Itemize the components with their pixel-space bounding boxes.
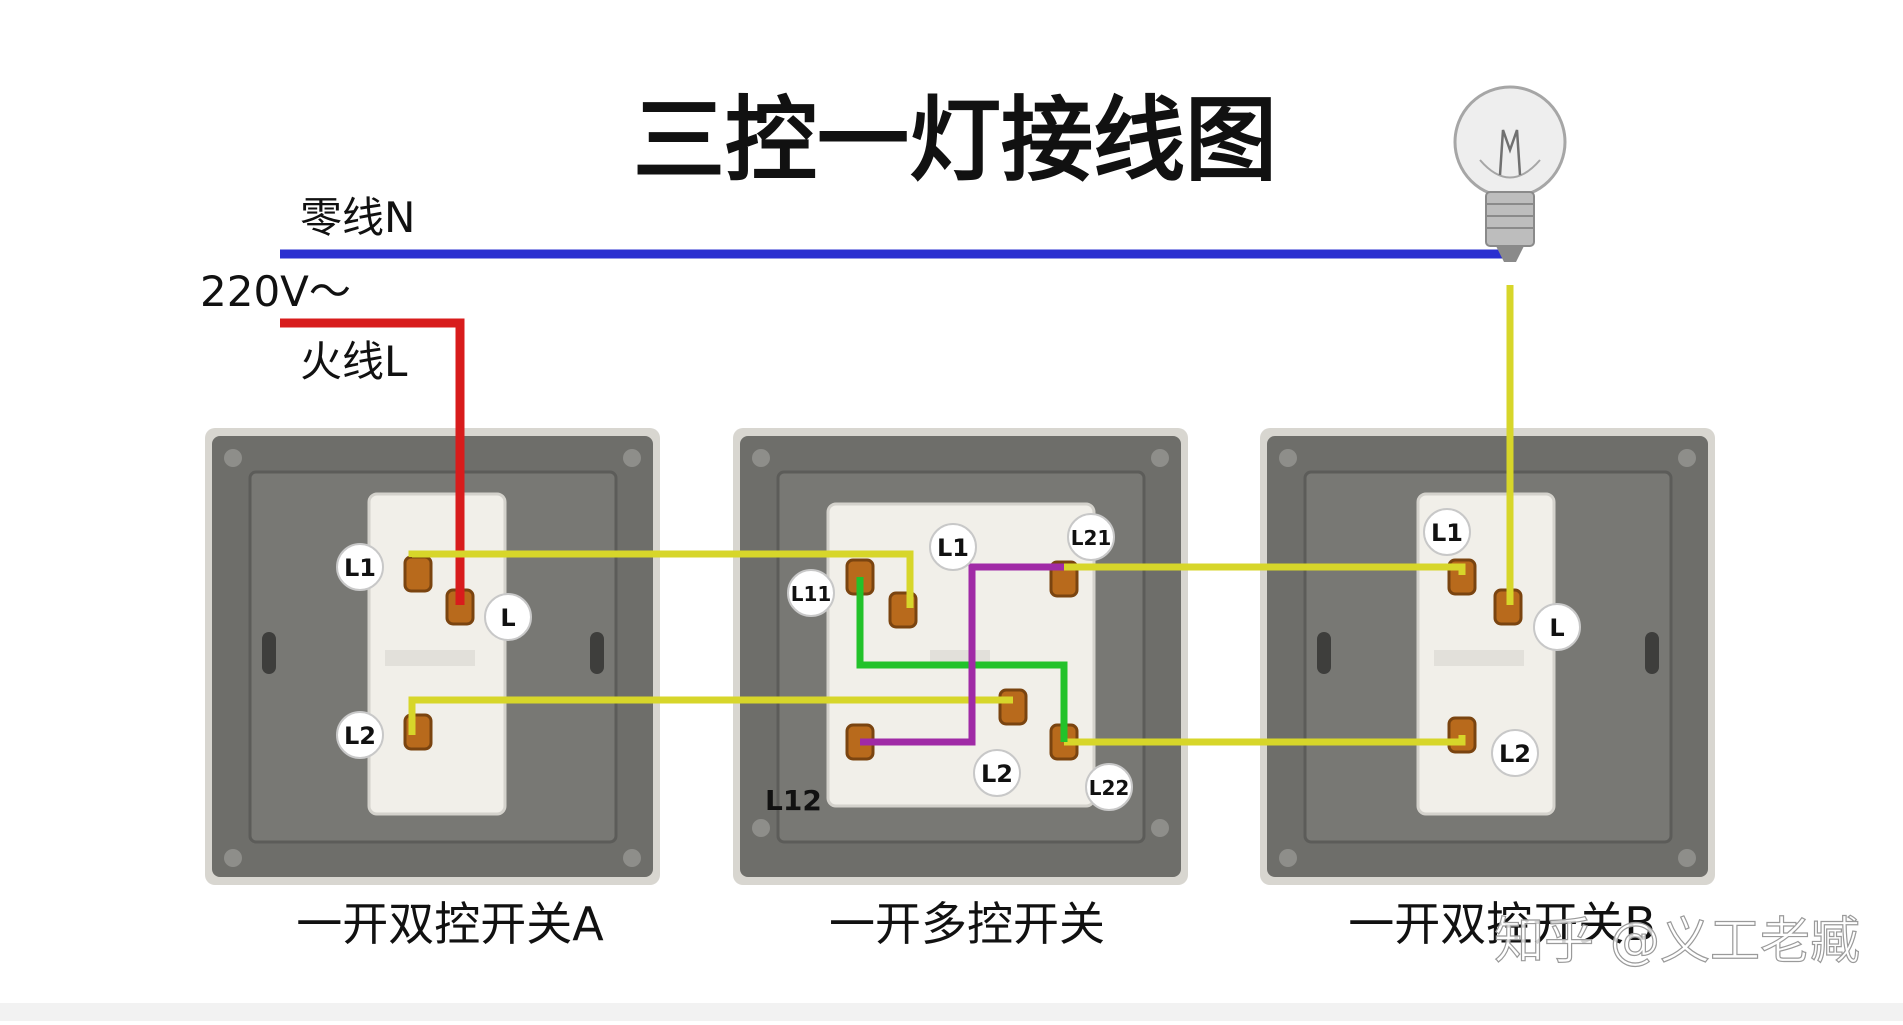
terminal-label-b-l2: L2 xyxy=(1491,729,1539,777)
plate-b-screw xyxy=(1279,449,1297,467)
plate-b-slot xyxy=(1645,632,1659,674)
plate-a-slot xyxy=(262,632,276,674)
switch-a-caption: 一开双控开关A xyxy=(296,897,604,951)
terminal-label-b-l1: L1 xyxy=(1423,508,1471,556)
label-m-l1: L1 xyxy=(937,534,969,562)
plate-b-screw xyxy=(1678,849,1696,867)
label-m-l22: L22 xyxy=(1089,776,1130,800)
live-wire xyxy=(280,318,465,605)
bulb-glass xyxy=(1453,85,1567,199)
bulb-base xyxy=(1485,191,1535,247)
plate-b-slot xyxy=(1317,632,1331,674)
label-b-l: L xyxy=(1549,614,1564,642)
terminal-label-a-l1: L1 xyxy=(336,543,384,591)
plate-a-screw xyxy=(224,849,242,867)
voltage-label: 220V～ xyxy=(200,267,351,316)
traveler-a-l1-to-m-l1 xyxy=(408,550,914,608)
label-m-l11: L11 xyxy=(791,582,832,606)
switch-plate-a xyxy=(205,428,660,885)
label-b-l1: L1 xyxy=(1431,519,1463,547)
terminal-label-m-l2: L2 xyxy=(973,749,1021,797)
neutral-label: 零线N xyxy=(300,193,415,242)
plate-m-screw xyxy=(752,819,770,837)
module-b-label-plate xyxy=(1434,650,1524,666)
plate-m-screw xyxy=(1151,449,1169,467)
diagram-title: 三控一灯接线图 xyxy=(633,87,1277,194)
label-a-l2: L2 xyxy=(344,722,376,750)
plate-a-slot xyxy=(590,632,604,674)
bulb-filament xyxy=(1498,129,1522,176)
traveler-m-l21-to-b-l1 xyxy=(1064,563,1466,575)
terminal-a-l1 xyxy=(403,555,433,593)
label-m-l2: L2 xyxy=(981,760,1013,788)
plate-m-screw xyxy=(752,449,770,467)
switch-middle-caption: 一开多控开关 xyxy=(829,897,1105,951)
plate-b-screw xyxy=(1279,849,1297,867)
switch-b-caption: 一开双控开关B xyxy=(1348,897,1656,951)
bulb-contact xyxy=(1496,246,1524,262)
terminal-label-m-l11: L11 xyxy=(787,569,835,617)
traveler-m-l22-to-b-l2 xyxy=(1064,735,1466,746)
plate-m-screw xyxy=(1151,819,1169,837)
plate-b-screw xyxy=(1678,449,1696,467)
bulb-glass-shade xyxy=(1479,159,1541,179)
terminal-label-m-l1: L1 xyxy=(929,523,977,571)
switch-plate-b xyxy=(1260,428,1715,885)
watermark: 知乎 @义工老臧 xyxy=(1494,912,1860,970)
terminal-label-m-l21: L21 xyxy=(1067,513,1115,561)
plate-a-screw xyxy=(224,449,242,467)
label-m-l12: L12 xyxy=(765,784,822,817)
bottom-strip xyxy=(0,1003,1903,1021)
live-label: 火线L xyxy=(300,337,408,386)
terminal-label-a-l2: L2 xyxy=(336,711,384,759)
label-m-l21: L21 xyxy=(1071,526,1112,550)
terminal-label-b-l: L xyxy=(1533,603,1581,651)
module-a-label-plate xyxy=(385,650,475,666)
terminal-label-a-l: L xyxy=(484,593,532,641)
terminal-m-l2 xyxy=(998,688,1028,726)
label-a-l1: L1 xyxy=(344,554,376,582)
plate-a-screw xyxy=(623,449,641,467)
label-a-l: L xyxy=(500,604,515,632)
traveler-a-l2-to-m-l2 xyxy=(408,696,1013,735)
cross-wire-l11-to-l22 xyxy=(856,577,1068,742)
light-bulb-icon xyxy=(1453,85,1567,262)
label-b-l2: L2 xyxy=(1499,740,1531,768)
terminal-label-m-l22: L22 xyxy=(1085,763,1133,811)
cross-wire-l12-to-l21 xyxy=(860,563,1064,746)
plate-a-screw xyxy=(623,849,641,867)
